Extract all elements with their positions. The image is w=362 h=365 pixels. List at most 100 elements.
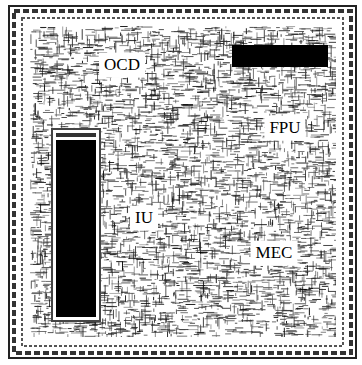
texture-mark (305, 80, 310, 81)
texture-mark (319, 251, 326, 252)
texture-mark (164, 242, 165, 250)
texture-mark (208, 184, 209, 187)
texture-mark (316, 72, 324, 73)
texture-mark (75, 53, 80, 54)
texture-mark (179, 288, 190, 289)
texture-mark (308, 187, 315, 188)
texture-mark (302, 168, 310, 169)
texture-mark (327, 107, 335, 108)
texture-mark (237, 277, 241, 278)
texture-mark (209, 300, 220, 301)
texture-mark (159, 304, 164, 305)
texture-mark (47, 236, 48, 245)
texture-mark (180, 84, 185, 85)
texture-mark (165, 188, 166, 192)
texture-mark (256, 32, 257, 44)
texture-mark (204, 98, 207, 99)
texture-mark (128, 231, 131, 232)
texture-mark (300, 256, 310, 257)
texture-mark (244, 269, 249, 270)
texture-mark (103, 158, 106, 159)
texture-mark (293, 159, 296, 160)
texture-mark (292, 151, 294, 152)
texture-mark (333, 126, 336, 127)
texture-mark (237, 284, 238, 292)
texture-mark (287, 76, 288, 83)
texture-mark (242, 38, 251, 39)
texture-mark (311, 31, 320, 32)
texture-mark (298, 95, 299, 101)
texture-mark (83, 70, 86, 71)
texture-mark (150, 67, 154, 68)
texture-mark (318, 147, 321, 148)
texture-mark (31, 187, 37, 188)
texture-mark (275, 166, 276, 170)
texture-mark (109, 48, 112, 49)
texture-mark (132, 293, 133, 301)
texture-mark (149, 40, 150, 43)
texture-mark (155, 130, 159, 131)
texture-mark (243, 194, 244, 202)
texture-mark (36, 117, 41, 118)
texture-mark (292, 266, 294, 267)
texture-mark (117, 204, 121, 205)
texture-mark (53, 90, 65, 91)
texture-mark (317, 85, 320, 86)
texture-mark (299, 215, 300, 220)
texture-mark (54, 64, 64, 65)
texture-mark (273, 182, 279, 183)
texture-mark (272, 321, 276, 322)
texture-mark (238, 269, 239, 275)
texture-mark (89, 114, 90, 126)
texture-mark (76, 63, 87, 64)
texture-mark (218, 317, 228, 318)
texture-mark (309, 316, 311, 317)
texture-mark (257, 106, 269, 107)
texture-mark (106, 193, 109, 194)
texture-mark (55, 76, 56, 80)
texture-mark (183, 264, 191, 265)
texture-mark (140, 322, 150, 323)
texture-mark (157, 214, 168, 215)
texture-mark (311, 135, 320, 136)
texture-mark (234, 191, 240, 192)
texture-mark (102, 324, 103, 329)
texture-mark (333, 201, 334, 205)
texture-mark (82, 29, 83, 40)
texture-mark (49, 57, 52, 58)
texture-mark (318, 146, 328, 147)
texture-mark (206, 324, 210, 325)
texture-mark (31, 227, 36, 228)
texture-mark (32, 134, 43, 135)
texture-mark (202, 99, 205, 100)
texture-mark (270, 269, 272, 270)
texture-mark (208, 267, 217, 268)
texture-mark (196, 86, 203, 87)
texture-mark (235, 147, 241, 148)
texture-mark (130, 100, 131, 104)
texture-mark (112, 239, 119, 240)
texture-mark (43, 112, 54, 113)
texture-mark (296, 157, 300, 158)
texture-mark (167, 257, 169, 258)
texture-mark (145, 315, 146, 325)
texture-mark (226, 290, 234, 291)
texture-mark (131, 184, 132, 195)
texture-mark (49, 181, 50, 186)
texture-mark (211, 294, 218, 295)
texture-mark (171, 225, 178, 226)
texture-mark (218, 61, 219, 65)
texture-mark (244, 221, 248, 222)
texture-mark (328, 189, 332, 190)
texture-mark (131, 285, 136, 286)
texture-mark (260, 324, 269, 325)
texture-mark (279, 107, 280, 112)
texture-mark (191, 335, 192, 337)
texture-mark (181, 63, 191, 64)
texture-mark (265, 84, 267, 85)
texture-mark (105, 318, 106, 325)
texture-mark (103, 128, 107, 129)
texture-mark (112, 116, 113, 124)
texture-mark (163, 184, 164, 193)
texture-mark (260, 185, 261, 192)
